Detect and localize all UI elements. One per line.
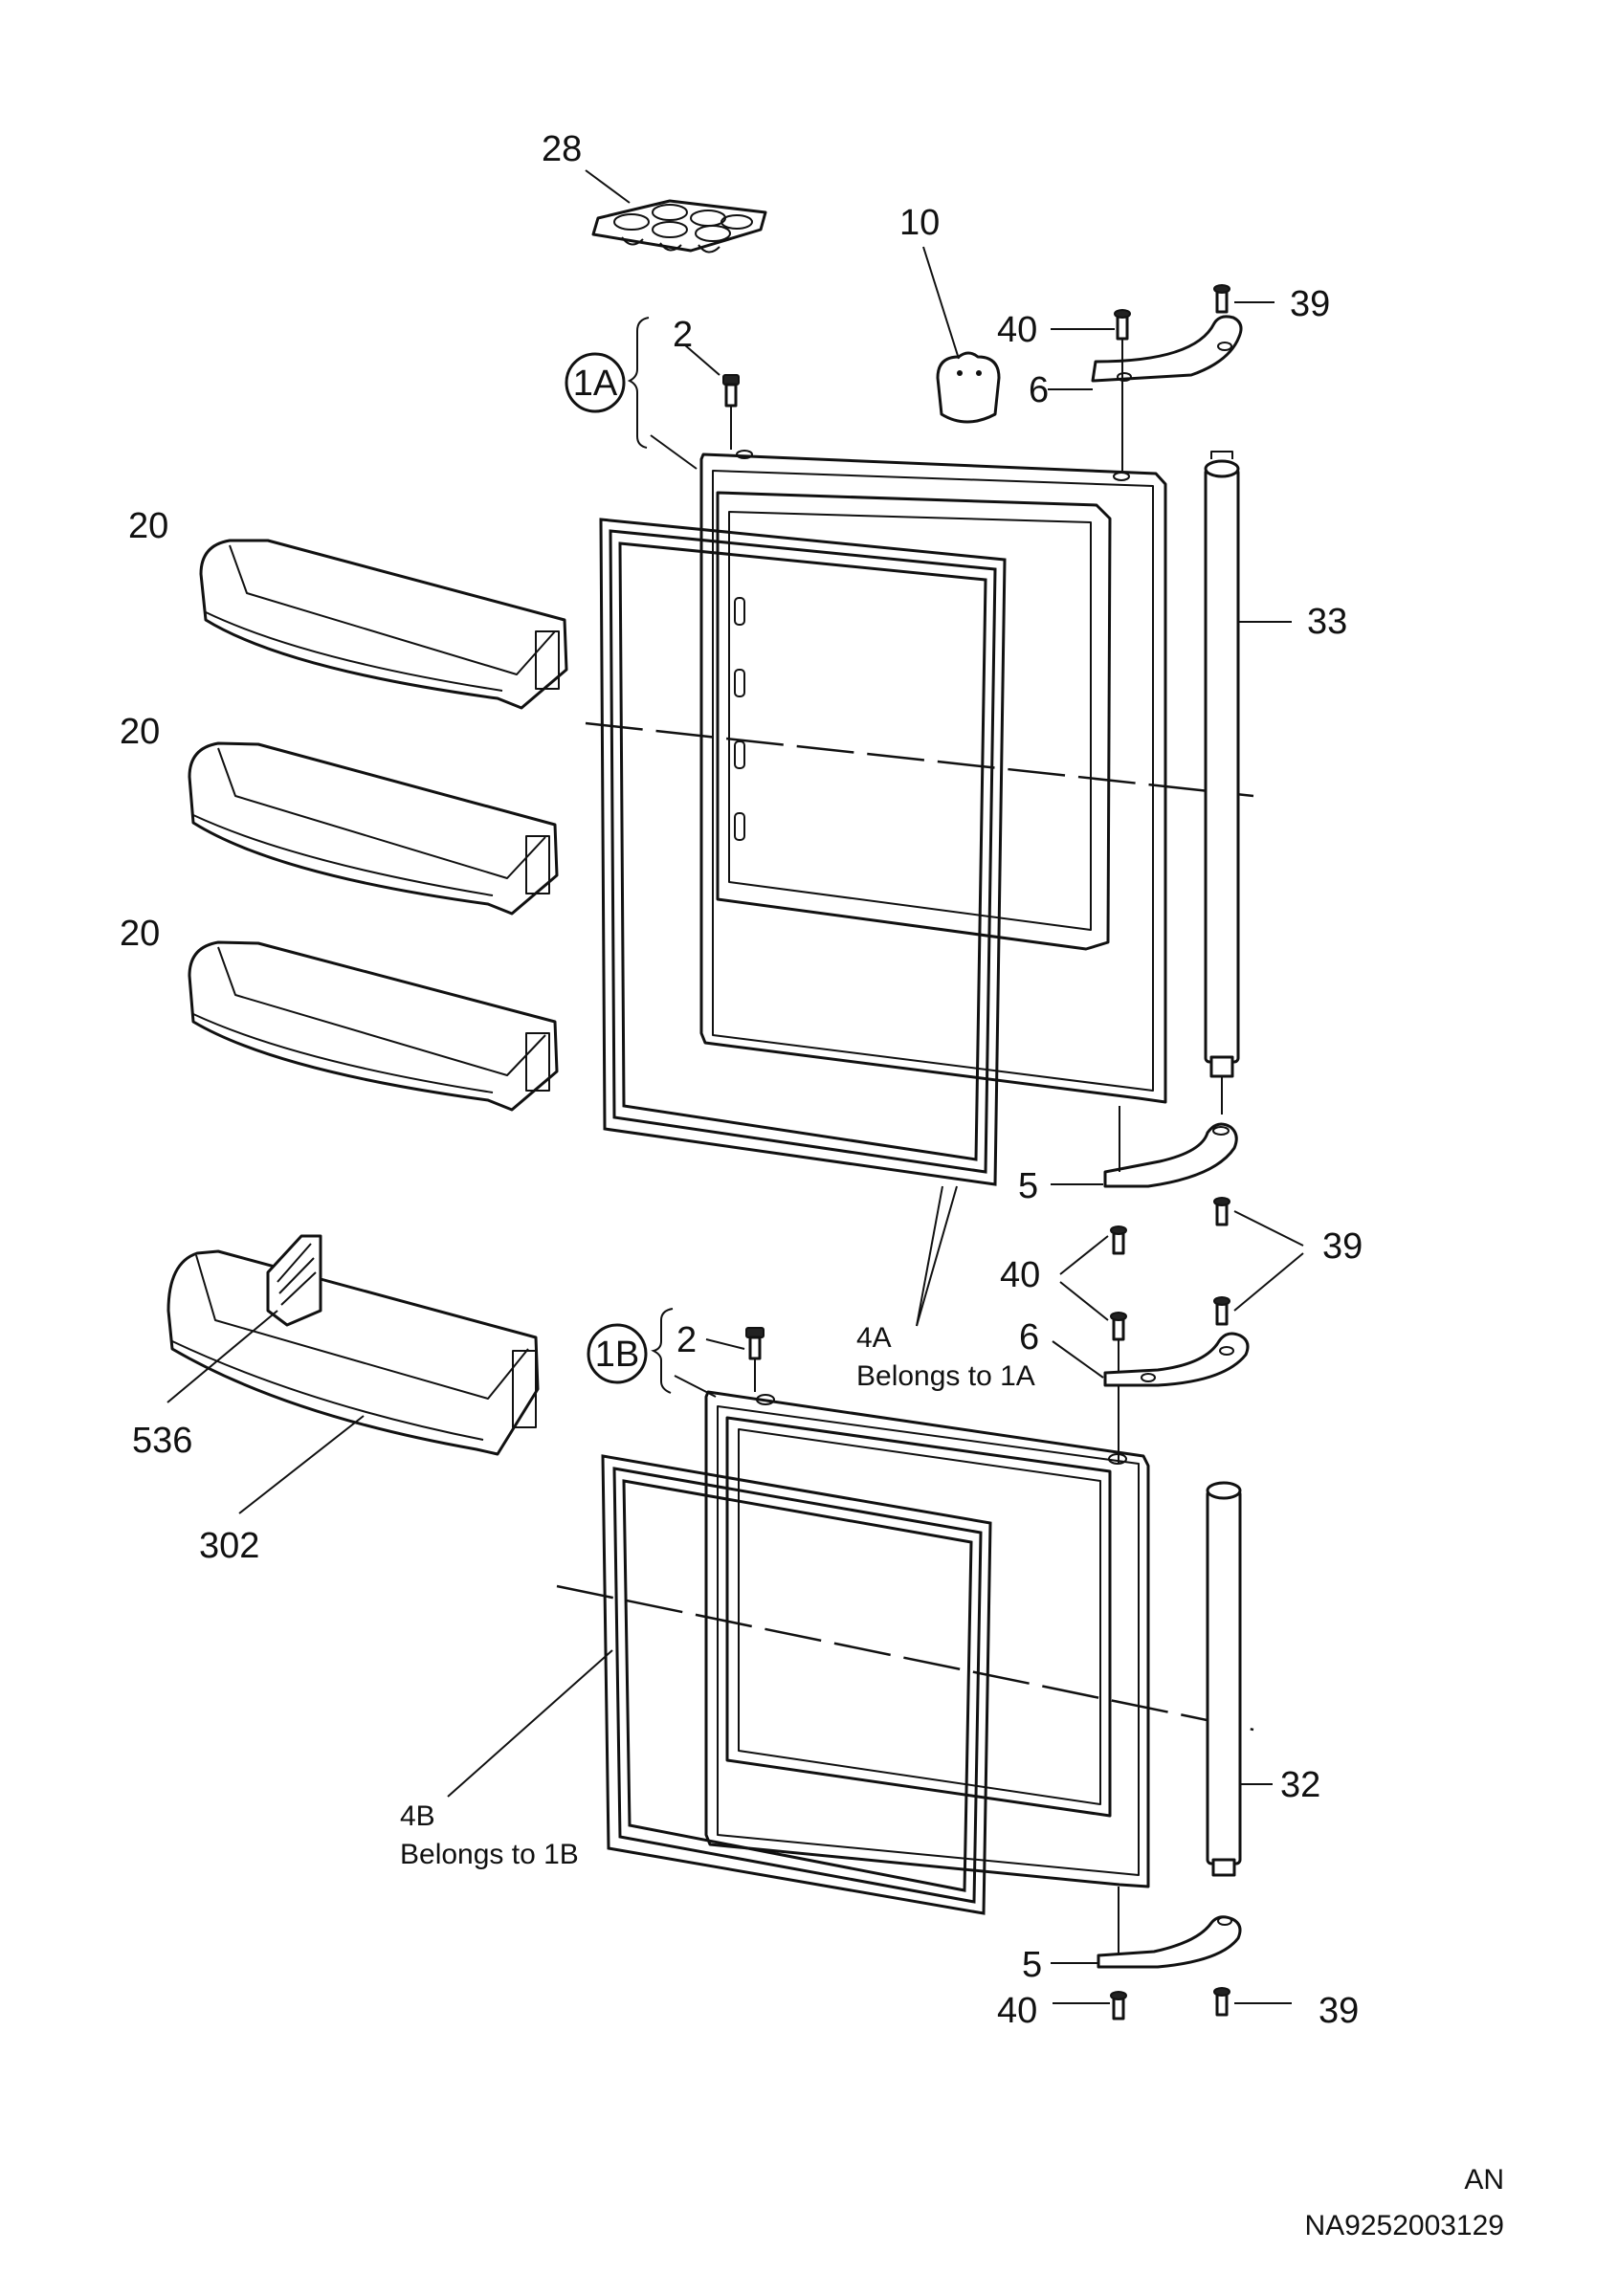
label-28: 28: [542, 129, 582, 169]
hinge-bottom-5: [1097, 1915, 1242, 1969]
gasket-4a: [599, 518, 1007, 1186]
label-39-top: 39: [1290, 284, 1330, 324]
gasket-4b: [601, 1454, 992, 1915]
label-40-mid: 40: [1000, 1255, 1040, 1295]
screw-2-upper: [722, 374, 740, 408]
door-shelf-20-3: [188, 940, 559, 1112]
label-32: 32: [1280, 1765, 1320, 1805]
label-4a: 4A: [856, 1322, 892, 1354]
badge-1a: 1A: [565, 352, 626, 413]
label-6-mid: 6: [1019, 1317, 1039, 1358]
screw-40-mid-2: [1110, 1312, 1127, 1341]
label-1b: 1B: [595, 1335, 639, 1375]
rod-32: [1206, 1481, 1242, 1877]
screw-39-mid-2: [1213, 1296, 1230, 1326]
screw-39-bottom: [1213, 1987, 1230, 2017]
label-39-mid: 39: [1322, 1226, 1363, 1267]
label-302: 302: [199, 1526, 259, 1566]
screw-39-top: [1213, 284, 1230, 314]
door-shelf-20-1: [199, 539, 568, 710]
break-line-upper: [585, 721, 1254, 798]
cap-10: [936, 351, 1001, 424]
bottle-shelf-302: [166, 1249, 540, 1456]
label-5-bottom: 5: [1022, 1945, 1042, 1985]
screw-39-mid-1: [1213, 1197, 1230, 1226]
screw-40-top: [1114, 309, 1131, 341]
label-20-2: 20: [120, 712, 160, 752]
label-20-1: 20: [128, 506, 168, 546]
screw-2-lower: [745, 1327, 765, 1360]
screw-40-mid-1: [1110, 1225, 1127, 1255]
label-536: 536: [132, 1421, 192, 1461]
hinge-top-6: [1091, 315, 1243, 383]
break-line-lower: [556, 1584, 1254, 1732]
label-33: 33: [1307, 602, 1347, 642]
label-39-bottom: 39: [1319, 1991, 1359, 2031]
label-1a: 1A: [573, 364, 618, 404]
egg-tray-28: [591, 199, 767, 254]
rod-33: [1204, 451, 1240, 1078]
hinge-lower-6: [1103, 1332, 1250, 1387]
label-10: 10: [899, 203, 940, 243]
bracket-1b: [651, 1308, 674, 1394]
footer-doc-code: NA9252003129: [1304, 2210, 1504, 2241]
door-shelf-20-2: [188, 741, 559, 916]
label-4b-note: Belongs to 1B: [400, 1839, 579, 1870]
label-6-top: 6: [1029, 370, 1049, 410]
screw-40-bottom: [1110, 1991, 1127, 2020]
divider-536: [266, 1234, 322, 1327]
badge-1b: 1B: [587, 1323, 648, 1384]
hinge-middle-5: [1103, 1122, 1238, 1188]
label-4b: 4B: [400, 1800, 435, 1832]
footer-lang: AN: [1464, 2164, 1504, 2196]
label-20-3: 20: [120, 914, 160, 954]
label-40-bottom: 40: [997, 1991, 1037, 2031]
label-2-lower: 2: [676, 1320, 697, 1360]
label-2-upper: 2: [673, 315, 693, 355]
bracket-1a: [627, 317, 650, 449]
label-5-mid: 5: [1018, 1166, 1038, 1206]
label-40-top: 40: [997, 310, 1037, 350]
door-1b: [704, 1390, 1150, 1888]
door-1a: [699, 450, 1167, 1104]
label-4a-note: Belongs to 1A: [856, 1360, 1035, 1392]
